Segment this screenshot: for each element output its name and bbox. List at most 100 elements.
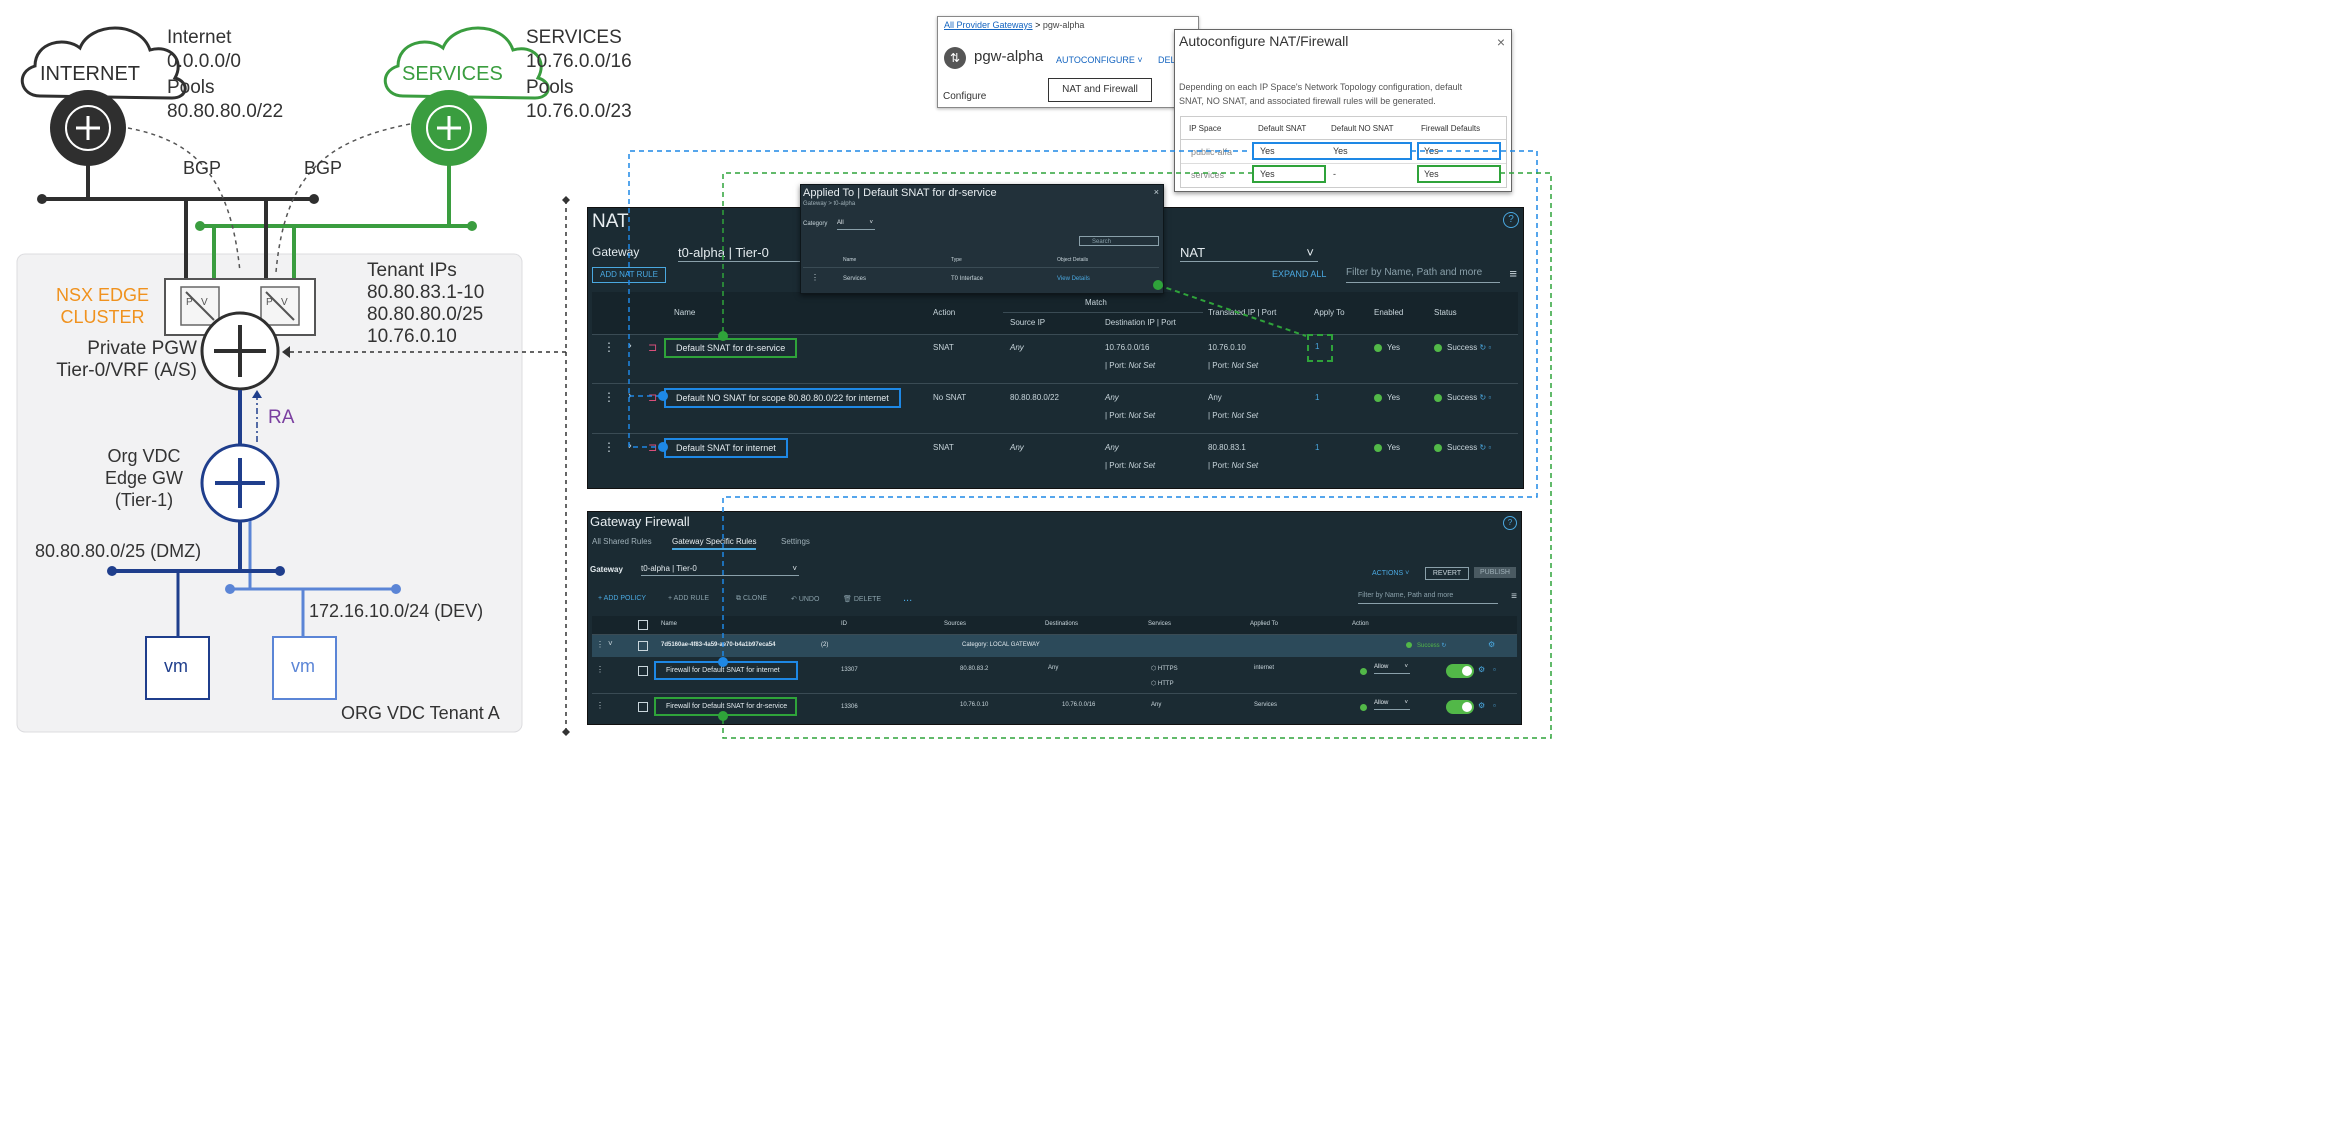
autoconfigure-menu[interactable]: AUTOCONFIGURE ˅: [1056, 55, 1143, 65]
vm-dev-label: vm: [291, 656, 315, 677]
ra-label: RA: [268, 407, 294, 429]
nat-firewall-menu-item[interactable]: NAT and Firewall: [1048, 78, 1152, 102]
row-menu-icon[interactable]: ⋮: [596, 701, 604, 710]
add-rule-button[interactable]: + ADD RULE: [668, 595, 709, 602]
nat-filter-input[interactable]: Filter by Name, Path and more: [1346, 267, 1500, 283]
org-vdc-edge-label: Org VDCEdge GW(Tier-1): [94, 445, 194, 511]
close-icon[interactable]: ×: [1154, 187, 1159, 197]
row-expand-icon[interactable]: ›: [628, 340, 632, 352]
refresh-icon: ↻: [1441, 643, 1446, 649]
nat-type-select[interactable]: NAT˅: [1180, 245, 1318, 262]
publish-button[interactable]: PUBLISH: [1474, 567, 1516, 578]
refresh-icon: ↻: [1479, 393, 1486, 402]
chevron-down-icon[interactable]: ˅: [608, 639, 613, 648]
expand-all-link[interactable]: EXPAND ALL: [1272, 269, 1326, 279]
view-details-link[interactable]: View Details: [1057, 276, 1090, 282]
services-info: SERVICES10.76.0.0/16 Pools10.76.0.0/23: [526, 26, 632, 124]
chart-icon[interactable]: ▫: [1493, 701, 1496, 710]
apply-to-link[interactable]: 1: [1315, 443, 1319, 452]
settings-icon[interactable]: ⚙: [1478, 701, 1485, 710]
row-expand-icon[interactable]: ›: [628, 440, 632, 452]
settings-icon[interactable]: ⚙: [1488, 640, 1495, 649]
rule-enabled-toggle[interactable]: [1446, 664, 1474, 678]
more-icon[interactable]: ...: [903, 592, 912, 604]
internet-info: Internet0.0.0.0/0 Pools80.80.80.0/22: [167, 26, 283, 124]
row-menu-icon[interactable]: ⋮: [596, 665, 604, 674]
row-menu-icon[interactable]: ⋮: [596, 640, 604, 649]
actions-menu[interactable]: ACTIONS ˅: [1372, 570, 1409, 577]
revert-button[interactable]: REVERT: [1425, 567, 1469, 580]
add-policy-button[interactable]: + ADD POLICY: [598, 595, 646, 602]
service-https: ⬡ HTTPS: [1151, 665, 1178, 672]
tenant-label: ORG VDC Tenant A: [341, 703, 500, 724]
delete-button[interactable]: 🗑 DELETE: [843, 595, 881, 603]
action-select[interactable]: Allow˅: [1374, 700, 1410, 710]
category-label: Category: [803, 221, 827, 227]
undo-button[interactable]: ↶ UNDO: [791, 595, 819, 603]
row-menu-icon[interactable]: ⋮: [603, 390, 615, 404]
nat-rule-name[interactable]: Default SNAT for dr-service: [664, 338, 797, 358]
popup-search-input[interactable]: Search: [1079, 236, 1159, 246]
dialog-title: Autoconfigure NAT/Firewall: [1179, 33, 1348, 49]
row-menu-icon[interactable]: ⋮: [603, 440, 615, 454]
tab-settings[interactable]: Settings: [781, 537, 810, 546]
action-select[interactable]: Allow˅: [1374, 664, 1410, 674]
close-icon[interactable]: ×: [1497, 34, 1505, 50]
breadcrumb: All Provider Gateways > pgw-alpha: [944, 20, 1084, 30]
tab-gateway-specific-rules[interactable]: Gateway Specific Rules: [672, 537, 756, 550]
row-expand-icon[interactable]: ›: [628, 390, 632, 402]
edge-node-1-letters: P V: [186, 297, 208, 308]
apply-to-link[interactable]: 1: [1315, 393, 1319, 402]
bgp-right-label: BGP: [304, 158, 342, 179]
refresh-icon: ↻: [1479, 443, 1486, 452]
settings-icon[interactable]: ⚙: [1478, 665, 1485, 674]
filter-icon[interactable]: ≡: [1511, 591, 1517, 602]
pgw-card: All Provider Gateways > pgw-alpha ⇅ pgw-…: [937, 16, 1199, 108]
tab-all-shared-rules[interactable]: All Shared Rules: [592, 537, 652, 546]
chart-icon: ▫: [1488, 393, 1491, 402]
filter-icon[interactable]: ≡: [1509, 266, 1517, 281]
services-cloud-label: SERVICES: [402, 63, 503, 86]
ip-space-row-1: public-alfa: [1191, 147, 1232, 157]
dialog-description: Depending on each IP Space's Network Top…: [1179, 80, 1469, 108]
add-nat-rule-button[interactable]: ADD NAT RULE: [592, 267, 666, 283]
rule-checkbox[interactable]: [638, 702, 648, 712]
ip-space-table: IP Space Default SNAT Default NO SNAT Fi…: [1180, 116, 1507, 188]
row-menu-icon[interactable]: ⋮: [811, 273, 819, 282]
no-snat-icon: ⊐: [648, 391, 657, 404]
help-icon[interactable]: ?: [1503, 516, 1517, 530]
fw-rule-name[interactable]: Firewall for Default SNAT for dr-service: [654, 697, 797, 716]
service-http: ⬡ HTTP: [1151, 680, 1174, 687]
help-icon[interactable]: ?: [1503, 212, 1519, 228]
breadcrumb-link[interactable]: All Provider Gateways: [944, 20, 1033, 30]
chart-icon: ▫: [1488, 443, 1491, 452]
rule-checkbox[interactable]: [638, 666, 648, 676]
nat-rule-name[interactable]: Default SNAT for internet: [664, 438, 788, 458]
vm-dmz-label: vm: [164, 656, 188, 677]
clone-button[interactable]: ⧉ CLONE: [736, 595, 767, 603]
fw-rule-name[interactable]: Firewall for Default SNAT for internet: [654, 661, 798, 680]
snat-icon: ⊐: [648, 341, 657, 354]
refresh-icon: ↻: [1479, 343, 1486, 352]
chart-icon[interactable]: ▫: [1493, 665, 1496, 674]
autoconfigure-dialog: Autoconfigure NAT/Firewall × Depending o…: [1174, 29, 1512, 192]
apply-to-link[interactable]: 1: [1315, 342, 1319, 351]
fw-gateway-select[interactable]: t0-alpha | Tier-0˅: [641, 564, 799, 576]
dmz-label: 80.80.80.0/25 (DMZ): [35, 541, 201, 562]
firewall-panel: Gateway Firewall ? All Shared Rules Gate…: [587, 511, 1522, 725]
applied-to-popup: Applied To | Default SNAT for dr-service…: [800, 184, 1164, 294]
private-pgw-label: Private PGWTier-0/VRF (A/S): [40, 338, 197, 382]
row-menu-icon[interactable]: ⋮: [603, 340, 615, 354]
category-select[interactable]: All˅: [837, 220, 875, 230]
truncated-menu[interactable]: DEL: [1158, 55, 1176, 65]
tenant-ips: Tenant IPs 80.80.83.1-10 80.80.80.0/25 1…: [367, 260, 484, 348]
bgp-left-label: BGP: [183, 158, 221, 179]
gateway-label: Gateway: [592, 245, 639, 259]
fw-filter-input[interactable]: Filter by Name, Path and more: [1358, 592, 1498, 604]
nat-title: NAT: [592, 211, 629, 233]
firewall-title: Gateway Firewall: [590, 514, 690, 529]
nat-rule-name[interactable]: Default NO SNAT for scope 80.80.80.0/22 …: [664, 388, 901, 408]
select-all-checkbox[interactable]: [638, 620, 648, 630]
rule-enabled-toggle[interactable]: [1446, 700, 1474, 714]
policy-checkbox[interactable]: [638, 641, 648, 651]
